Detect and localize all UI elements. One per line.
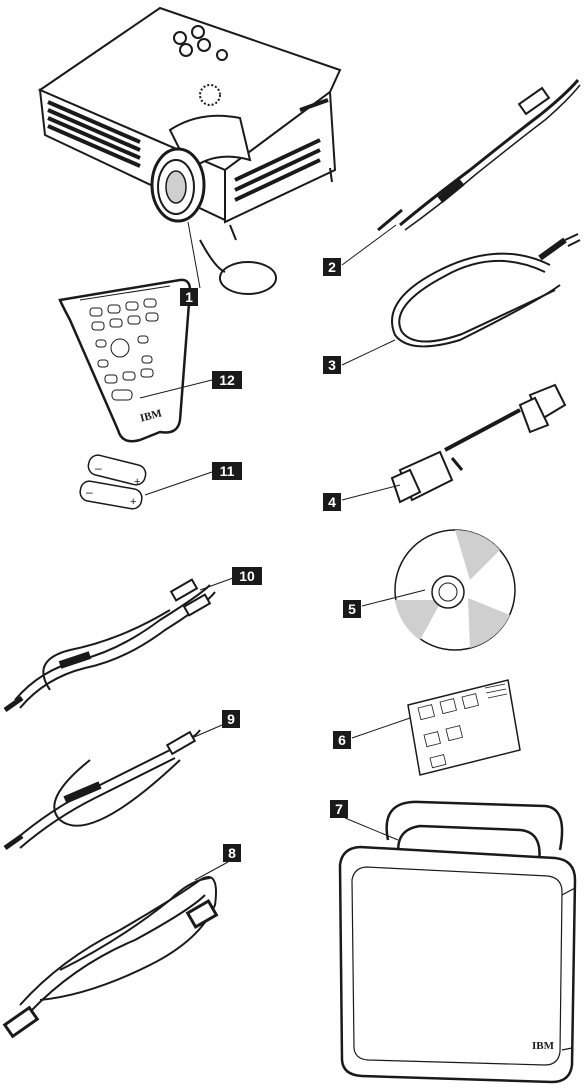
- callout-line-3: [342, 340, 395, 365]
- callout-line-7: [345, 818, 398, 840]
- callout-line-6: [352, 718, 410, 738]
- projector-illustration: [40, 8, 340, 294]
- remote-control-illustration: [60, 280, 190, 441]
- audio-cable-illustration: [378, 80, 580, 230]
- callout-8: 8: [223, 844, 241, 862]
- usb-cable-illustration: [5, 877, 217, 1036]
- callout-4: 4: [323, 493, 341, 511]
- video-adapter-illustration: [392, 385, 565, 502]
- callout-line-10: [200, 578, 233, 590]
- documentation-sheet-illustration: [408, 680, 520, 775]
- callout-line-11: [145, 472, 212, 495]
- bag-ibm-logo: IBM: [532, 1040, 554, 1052]
- callout-7: 7: [330, 800, 348, 818]
- svg-text:+: +: [130, 496, 136, 508]
- callout-line-9: [192, 725, 222, 738]
- composite-cable-illustration: [5, 730, 200, 848]
- callout-2: 2: [323, 258, 341, 276]
- callout-line-2: [342, 225, 396, 265]
- callout-10: 10: [232, 567, 262, 585]
- callout-9: 9: [222, 710, 240, 728]
- svg-text:–: –: [86, 485, 93, 499]
- svg-text:–: –: [95, 461, 102, 475]
- callout-1: 1: [180, 288, 198, 306]
- callout-5: 5: [343, 600, 361, 618]
- callout-12: 12: [212, 371, 242, 389]
- callout-6: 6: [333, 731, 351, 749]
- audio-y-cable-illustration: [5, 580, 215, 710]
- callout-line-1: [188, 222, 200, 288]
- batteries-illustration: – + – +: [79, 453, 148, 510]
- callout-3: 3: [323, 356, 341, 374]
- svg-text:+: +: [134, 476, 140, 488]
- power-cord-illustration: [392, 234, 580, 346]
- callout-line-4: [342, 485, 400, 500]
- callout-11: 11: [212, 462, 242, 480]
- cd-illustration: [395, 530, 515, 650]
